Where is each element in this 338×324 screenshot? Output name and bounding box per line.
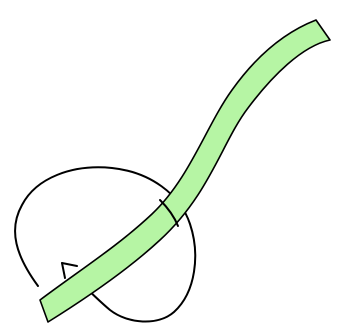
diagram-canvas [0,0,338,324]
